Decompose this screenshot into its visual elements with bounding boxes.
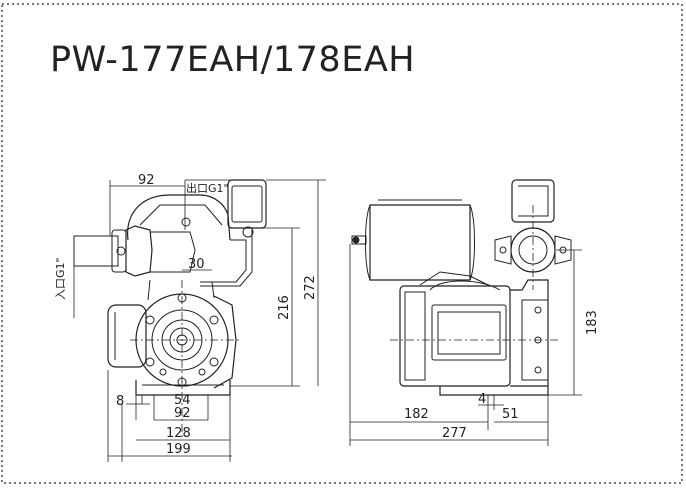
dim-base-right: 51 <box>502 407 519 422</box>
dim-base-left: 182 <box>404 407 429 422</box>
outlet-label: 出口G1" <box>186 181 229 195</box>
dim-base-holes: 92 <box>174 406 191 421</box>
dim-foot-small: 4 <box>478 392 486 407</box>
side-view <box>349 179 582 446</box>
dim-overall-width: 199 <box>166 442 191 457</box>
dim-inner-offset: 30 <box>188 257 205 272</box>
dotted-border <box>1 3 683 484</box>
dim-base-inner: 128 <box>166 426 191 441</box>
model-title: PW-177EAH/178EAH <box>50 40 416 80</box>
dim-height-inner: 216 <box>277 295 292 320</box>
dim-left-foot: 8 <box>116 394 124 409</box>
dim-overall-length: 277 <box>442 426 467 441</box>
inlet-label: 入口G1" <box>54 257 67 300</box>
dim-top-width: 92 <box>138 173 155 188</box>
dim-right-height: 183 <box>585 310 600 335</box>
front-view <box>73 179 326 462</box>
dim-height-total: 272 <box>303 275 318 300</box>
dim-base-mid: 54 <box>174 393 191 408</box>
